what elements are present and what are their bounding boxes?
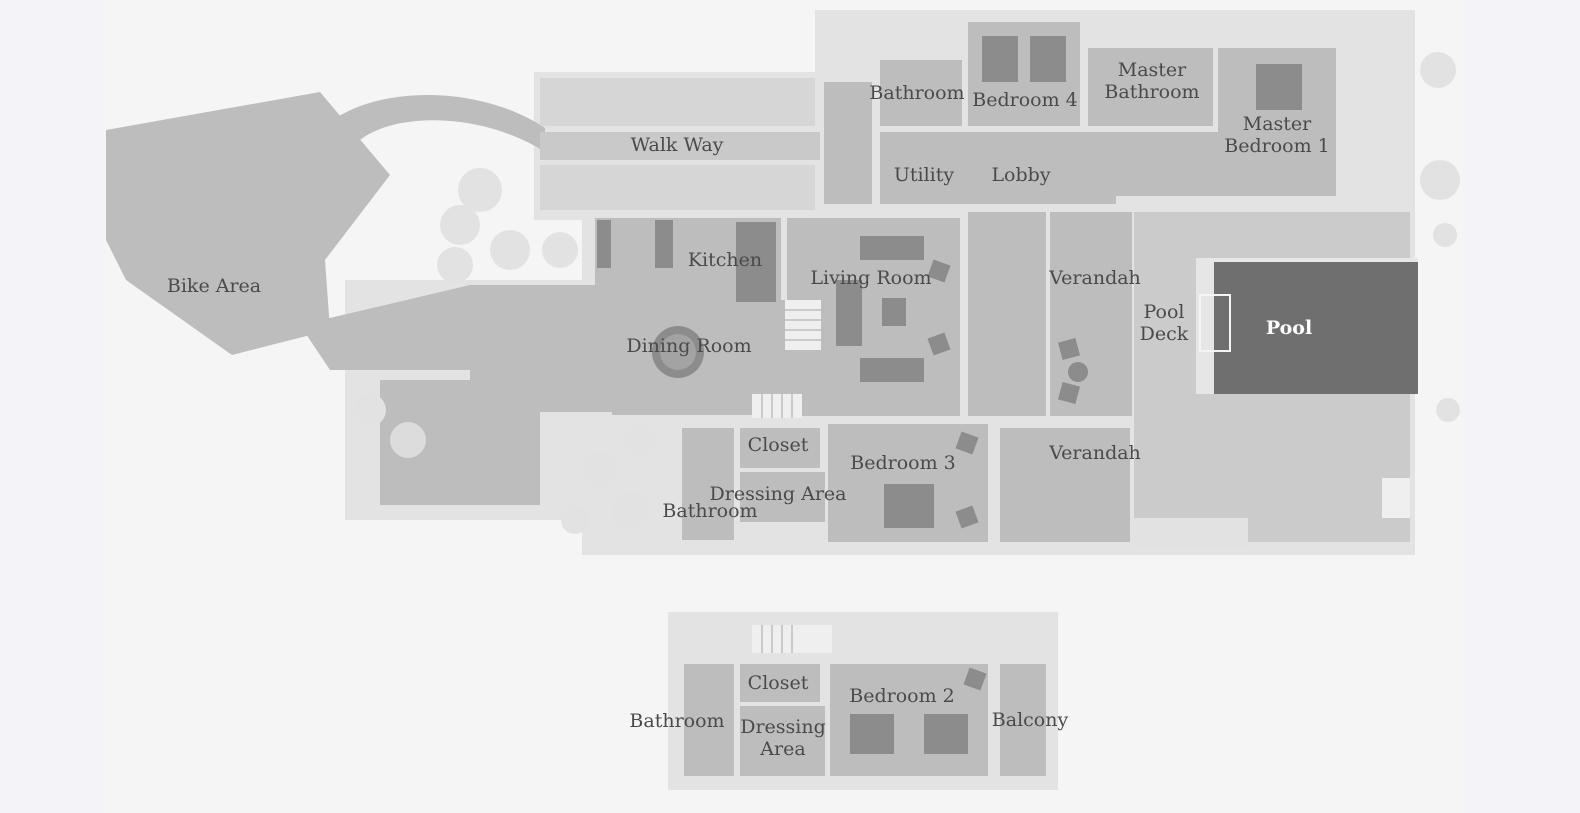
utility-floor [880, 132, 968, 204]
bed-bedroom-2-right [924, 714, 968, 754]
deck-planter [1130, 518, 1248, 548]
verandah-bottom-floor [1000, 428, 1130, 542]
closet-2-floor [740, 664, 820, 702]
armchair [927, 332, 951, 356]
bathroom-top-floor [880, 60, 962, 126]
label-bike-area: Bike Area [166, 275, 262, 297]
verandah-top-floor [1050, 212, 1132, 416]
dressing-area-1-floor [740, 472, 825, 522]
label-verandah-top: Verandah [1049, 267, 1141, 289]
tree [1436, 398, 1460, 422]
kitchen-counter-side [736, 222, 776, 302]
label-living-room: Living Room [810, 267, 932, 289]
sofa-living-top [860, 236, 924, 260]
label-closet-2: Closet [747, 672, 809, 694]
tree [624, 424, 656, 456]
bed-bedroom-2-left [850, 714, 894, 754]
master-bathroom-floor [1088, 48, 1213, 126]
sofa-living-bottom [860, 358, 924, 382]
tree [437, 247, 473, 283]
bathroom-lower-floor [684, 664, 734, 776]
tree [440, 205, 480, 245]
label-bathroom-mid: Bathroom [662, 500, 758, 522]
bed-master [1256, 64, 1302, 110]
walkway-floor [540, 132, 820, 160]
deck-stair [1382, 478, 1410, 518]
walkway-planter-top [540, 78, 815, 126]
label-bathroom-lower: Bathroom [629, 710, 725, 732]
tree [542, 232, 578, 268]
deck-table [1068, 362, 1088, 382]
armchair [955, 505, 979, 529]
walkway-column [824, 82, 872, 204]
label-verandah-bottom: Verandah [1049, 442, 1141, 464]
pool-step [1199, 294, 1231, 352]
label-pool-deck: Pool Deck [1139, 301, 1189, 345]
tree [1433, 223, 1457, 247]
sofa-living-side [836, 280, 862, 346]
tree [1420, 160, 1460, 200]
coffee-table [882, 298, 906, 326]
hall-floor [1088, 132, 1218, 196]
stair-treads [761, 309, 821, 653]
label-pool: Pool [1265, 317, 1313, 339]
tree [582, 452, 618, 488]
label-lobby: Lobby [991, 164, 1051, 186]
walkway-planter-bottom [540, 165, 815, 210]
living-stair [785, 300, 821, 350]
tree [458, 168, 502, 212]
tree [1420, 52, 1456, 88]
deck-chair [1057, 381, 1081, 405]
label-bedroom-3: Bedroom 3 [850, 452, 956, 474]
kitchen-counter-right [655, 220, 673, 268]
fountain [390, 422, 426, 458]
pool-water [1214, 262, 1418, 394]
tree [354, 394, 386, 426]
bed-bedroom-4-left [982, 36, 1018, 82]
armchair [963, 667, 987, 691]
tree [612, 492, 648, 528]
label-kitchen: Kitchen [687, 249, 763, 271]
label-bedroom-2: Bedroom 2 [849, 685, 955, 707]
kitchen-counter-left [597, 220, 611, 268]
hall-strip-floor [968, 212, 1046, 416]
tree [490, 230, 530, 270]
hall-stair [752, 394, 802, 418]
deck-chair [1057, 337, 1081, 361]
east-terrace-wall [1340, 38, 1415, 218]
armchair [955, 431, 979, 455]
label-dining-room: Dining Room [626, 335, 752, 357]
label-master-bathroom: Master Bathroom [1104, 59, 1200, 103]
tree [561, 506, 589, 534]
dressing-area-2-floor [740, 706, 825, 776]
label-dressing-area-1: Dressing Area [709, 483, 847, 505]
label-bathroom-top: Bathroom [869, 82, 965, 104]
label-closet-1: Closet [747, 434, 809, 456]
curved-path [330, 94, 545, 152]
label-master-bedroom-1: Master Bedroom 1 [1224, 113, 1330, 157]
dining-table-top [660, 334, 696, 370]
bike-area-floor [106, 92, 390, 355]
bathroom-mid-floor [682, 428, 734, 540]
label-utility: Utility [893, 164, 955, 186]
label-dressing-area-2: Dressing Area [740, 716, 826, 760]
label-walk-way: Walk Way [630, 134, 724, 156]
closet-1-floor [740, 428, 820, 468]
label-bedroom-4: Bedroom 4 [972, 89, 1078, 111]
balcony-floor [1000, 664, 1046, 776]
armchair [927, 259, 951, 283]
label-balcony: Balcony [991, 709, 1069, 731]
bed-bedroom-3 [884, 484, 934, 528]
bed-bedroom-4-right [1030, 36, 1066, 82]
